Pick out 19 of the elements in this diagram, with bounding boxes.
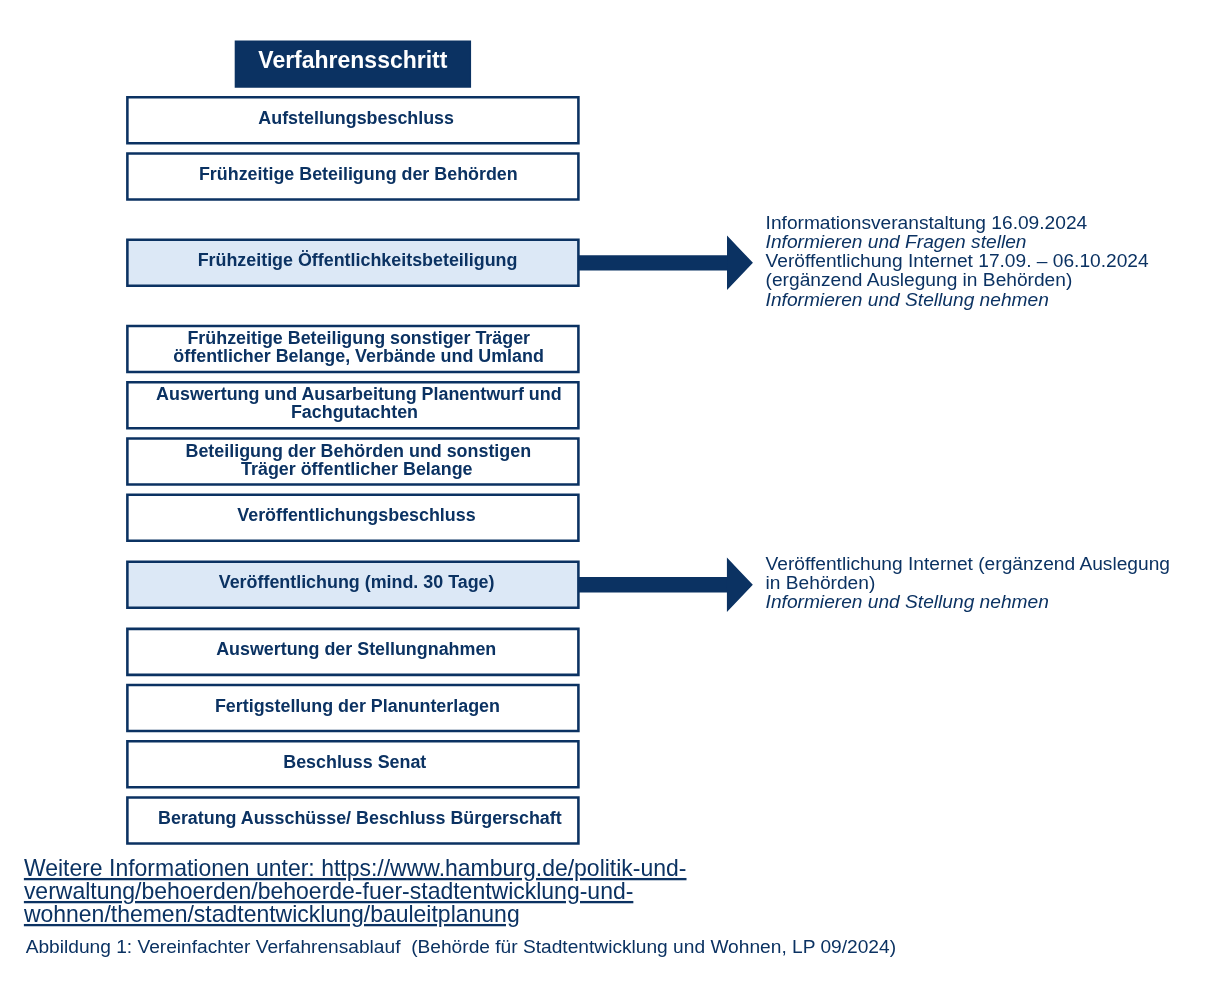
- node-box: Auswertung der Stellungnahmen: [126, 627, 580, 676]
- node-box: Veröffentlichungsbeschluss: [126, 492, 580, 542]
- arrow: [578, 235, 753, 290]
- node-text: Veröffentlichung Internet (ergänzend Auslegung in Behörden) Informieren und Stellung nehmen: [765, 552, 1170, 612]
- node-box: Veröffentlichung (mind. 30 Tage): [126, 560, 580, 609]
- caption: Abbildung 1: Vereinfachter Verfahrensablauf (Behörde für Stadtentwicklung und Wohnen, LP 09/2024): [25, 935, 897, 957]
- label: Weitere Informationen unter: https://www.hamburg.de/politik-und-verwaltung/behoerden/behoerde-fuer-stadtentwicklung-und-wohnen/themen/stadtentwicklung/bauleitplanung: [23, 854, 687, 927]
- node-box: Beteiligung der Behörden und sonstigen Träger öffentlicher Belange: [126, 436, 580, 486]
- node-box: Beschluss Senat: [126, 739, 580, 789]
- node-box: Auswertung und Ausarbeitung Planentwurf und Fachgutachten: [126, 380, 580, 430]
- node-box: Aufstellungsbeschluss: [126, 95, 580, 145]
- node-text: Informationsveranstaltung 16.09.2024 Informieren und Fragen stellen Veröffentlichung Internet 17.09. – 06.10.2024 (ergänzend Auslegung in Behörden) Informieren und Stellung nehmen: [765, 211, 1149, 310]
- arrow: [578, 557, 753, 612]
- node-box: Frühzeitige Beteiligung sonstiger Träger öffentlicher Belange, Verbände und Umland: [126, 324, 580, 373]
- node-box: Frühzeitige Beteiligung der Behörden: [126, 151, 580, 201]
- node-box: Frühzeitige Öffentlichkeitsbeteiligung: [126, 238, 580, 287]
- node-box: Fertigstellung der Planunterlagen: [126, 683, 580, 732]
- node-box: Beratung Ausschüsse/ Beschluss Bürgerschaft: [126, 795, 580, 845]
- node-box: Verfahrensschritt: [234, 39, 472, 88]
